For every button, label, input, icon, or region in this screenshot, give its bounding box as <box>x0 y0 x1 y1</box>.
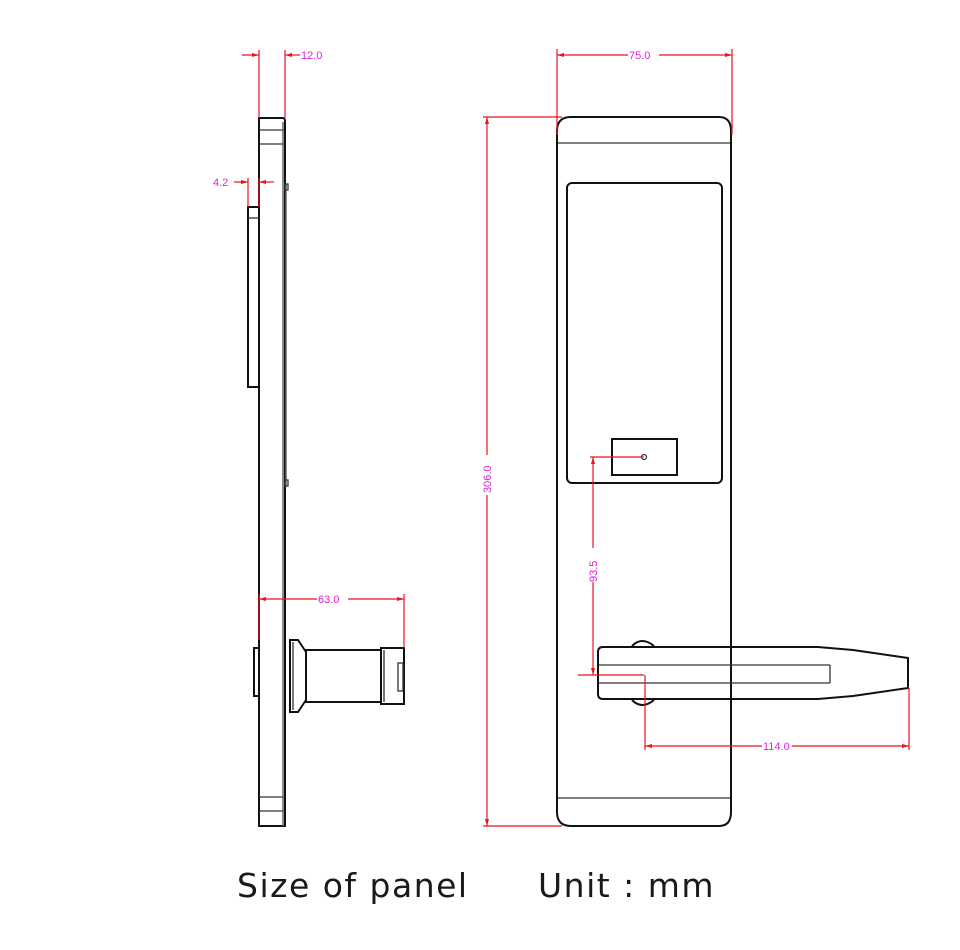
front-view <box>556 116 909 827</box>
front-panel-outline <box>556 116 732 827</box>
dim-panel-width: 75.0 <box>629 50 650 62</box>
side-dimensions: 12.0 4.2 63.0 <box>213 50 405 648</box>
front-dimensions: 75.0 306.0 93.5 114.0 <box>482 49 910 827</box>
side-plate-outline <box>258 117 286 827</box>
side-handle-shaft <box>305 649 382 703</box>
dim-side-thickness: 12.0 <box>301 50 322 62</box>
dim-lever-length: 114.0 <box>763 741 790 753</box>
side-inner-plate <box>247 206 260 388</box>
side-handle-end <box>380 647 405 705</box>
lever-handle <box>597 646 909 700</box>
caption-unit: Unit : mm <box>538 866 716 905</box>
dim-keyhole-to-handle: 93.5 <box>588 561 600 582</box>
dim-panel-height: 306.0 <box>482 465 494 493</box>
caption-title: Size of panel <box>237 866 469 905</box>
card-reader-window <box>566 182 723 484</box>
dim-side-offset: 4.2 <box>213 177 228 189</box>
dim-handle-projection: 63.0 <box>318 594 339 606</box>
side-view <box>247 117 405 827</box>
